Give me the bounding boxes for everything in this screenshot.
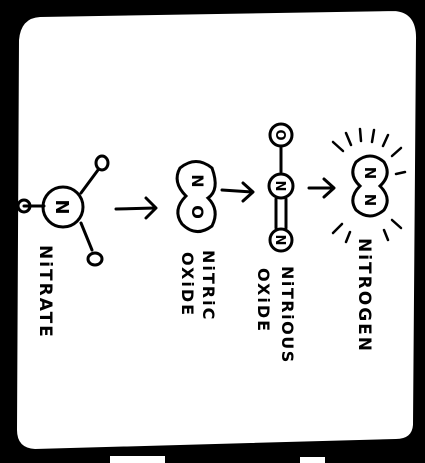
nitrogen-atom-n2: N xyxy=(361,194,379,207)
nitric-oxide-label-line1: NiTRiC xyxy=(199,250,218,321)
nitrous-oxide-label-line1: NiTRiOUS xyxy=(278,266,297,364)
nitrous-oxide-nitrogen-atom-2 xyxy=(268,227,294,253)
nitrogen-glow-lines xyxy=(331,127,407,244)
nitrous-oxide-atom-n2: N xyxy=(272,235,287,246)
nitric-oxide-label-line2: OXiDE xyxy=(178,252,197,317)
nitrous-oxide-oxygen-atom xyxy=(268,122,294,148)
nitric-oxide-atom-n: N xyxy=(188,174,207,187)
nitric-oxide-atom-o: O xyxy=(188,205,207,219)
nitrate-nitrogen-atom xyxy=(41,185,85,229)
nitrous-oxide-label-line2: OXiDE xyxy=(254,268,273,333)
nitrous-oxide-atom-n1: N xyxy=(272,181,287,192)
nitrate-oxygen-top xyxy=(94,154,110,172)
nitrate-oxygen-left xyxy=(16,198,32,214)
nitrogen-label: NiTROGEN xyxy=(354,238,374,353)
nitrate-molecule xyxy=(16,154,110,267)
nitrate-label: NiTRATE xyxy=(35,245,55,339)
bottom-edge-fragment-left xyxy=(110,456,165,463)
arrow-nitrous-oxide-to-nitrogen xyxy=(307,177,336,199)
diagram-panel xyxy=(14,8,419,452)
arrow-nitric-oxide-to-nitrous-oxide xyxy=(220,181,255,203)
nitric-oxide-molecule xyxy=(175,160,217,233)
nitrous-oxide-molecule xyxy=(267,122,295,253)
nitrous-oxide-atom-o: O xyxy=(272,129,287,140)
nitrate-atom-symbol: N xyxy=(51,199,72,214)
arrow-nitrate-to-nitric-oxide xyxy=(114,196,158,220)
nitrogen-atom-n1: N xyxy=(361,167,379,180)
bottom-edge-fragment-right xyxy=(300,457,325,463)
nitrate-oxygen-bottom xyxy=(86,251,104,267)
nitrous-oxide-nitrogen-atom-1 xyxy=(267,172,295,200)
nitrogen-molecule xyxy=(331,127,407,244)
